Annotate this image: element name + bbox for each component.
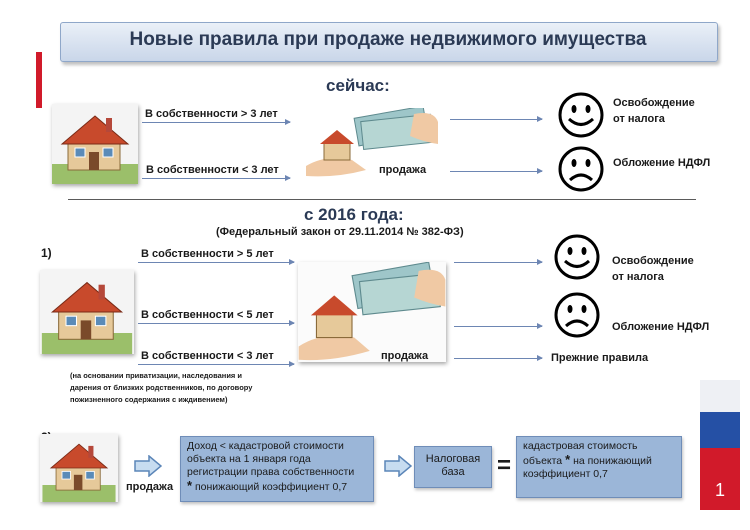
arrow-right-icon [450, 168, 543, 174]
exempt-line: от налога [612, 271, 664, 283]
arrow-right-icon [454, 355, 543, 361]
condition-line: понижающий коэффициент 0,7 [194, 481, 348, 493]
result-line: объекта [523, 455, 563, 467]
house-image [52, 104, 138, 184]
left-accent-stripe [36, 52, 42, 108]
smiley-happy-icon [556, 90, 606, 145]
flag-stripe-white [700, 380, 740, 412]
ownership-less-3-label: В собственности < 3 лет [141, 350, 274, 362]
condition-line: регистрации права собственности [187, 466, 355, 478]
case-1-note: (на основании приватизации, наследования… [70, 370, 252, 406]
condition-line: Доход < кадастровой стоимости [187, 440, 344, 452]
note-line: пожизненного содержания с иждивением) [70, 395, 228, 404]
arrow-right-icon [454, 259, 543, 265]
flag-stripe-red [700, 448, 740, 510]
cadastral-result-box: кадастровая стоимость объекта * на пониж… [516, 436, 682, 498]
flag-stripe-blue [700, 412, 740, 448]
star-mark: * [565, 452, 571, 467]
arrow-right-icon [450, 116, 543, 122]
exempt-line: Освобождение [613, 97, 695, 109]
smiley-sad-icon [556, 144, 606, 199]
arrow-right-icon [138, 259, 295, 265]
house-image [40, 270, 134, 354]
equals-sign: = [497, 452, 512, 479]
house-image [40, 434, 118, 502]
ownership-less-3-label: В собственности < 3 лет [146, 164, 279, 176]
ownership-more-3-label: В собственности > 3 лет [145, 108, 278, 120]
star-mark: * [187, 478, 193, 493]
arrow-right-icon [134, 454, 163, 482]
result-line: коэффициент 0,7 [523, 468, 608, 480]
title-banner [60, 22, 718, 62]
arrow-right-icon [138, 320, 295, 326]
exempt-text: Освобождение от налога [613, 95, 695, 127]
tax-base-box: Налоговая база [414, 446, 492, 488]
law-reference: (Федеральный закон от 29.11.2014 № 382-Ф… [216, 226, 464, 238]
arrow-right-icon [384, 454, 413, 482]
condition-line: объекта на 1 января года [187, 453, 311, 465]
tax-base-line: база [441, 466, 465, 478]
house-money-icon [306, 105, 438, 177]
house-icon [41, 281, 133, 354]
note-line: дарения от близких родственников, по дог… [70, 383, 253, 392]
exempt-text: Освобождение от налога [612, 253, 694, 285]
tax-text: Обложение НДФЛ [612, 321, 710, 333]
exempt-line: от налога [613, 113, 665, 125]
income-condition-box: Доход < кадастровой стоимости объекта на… [180, 436, 374, 502]
page-title: Новые правила при продаже недвижимого им… [129, 29, 647, 50]
sale-label: продажа [379, 164, 427, 176]
house-icon [42, 443, 116, 502]
sale-label: продажа [126, 481, 174, 493]
slide-number: 1 [714, 480, 725, 500]
old-rules-text: Прежние правила [551, 352, 649, 364]
ownership-less-5-label: В собственности < 5 лет [141, 309, 274, 321]
tax-base-line: Налоговая [425, 453, 481, 465]
arrow-right-icon [138, 361, 295, 367]
house-money-image [298, 261, 446, 362]
result-line: кадастровая стоимость [523, 440, 638, 452]
case-1-number: 1) [41, 246, 52, 260]
sale-label: продажа [381, 350, 429, 362]
smiley-happy-icon [552, 232, 602, 287]
house-icon [52, 115, 138, 184]
now-heading: сейчас: [326, 76, 390, 95]
arrow-right-icon [142, 175, 291, 181]
house-money-image [306, 105, 438, 178]
arrow-right-icon [454, 323, 543, 329]
divider [68, 199, 696, 200]
house-money-icon [298, 261, 446, 361]
from2016-heading: с 2016 года: [304, 205, 404, 224]
note-line: (на основании приватизации, наследования… [70, 371, 242, 380]
smiley-sad-icon [552, 290, 602, 345]
result-line: на понижающий [573, 455, 652, 467]
tax-text: Обложение НДФЛ [613, 157, 711, 169]
exempt-line: Освобождение [612, 255, 694, 267]
ownership-more-5-label: В собственности > 5 лет [141, 248, 274, 260]
arrow-right-icon [142, 119, 291, 125]
